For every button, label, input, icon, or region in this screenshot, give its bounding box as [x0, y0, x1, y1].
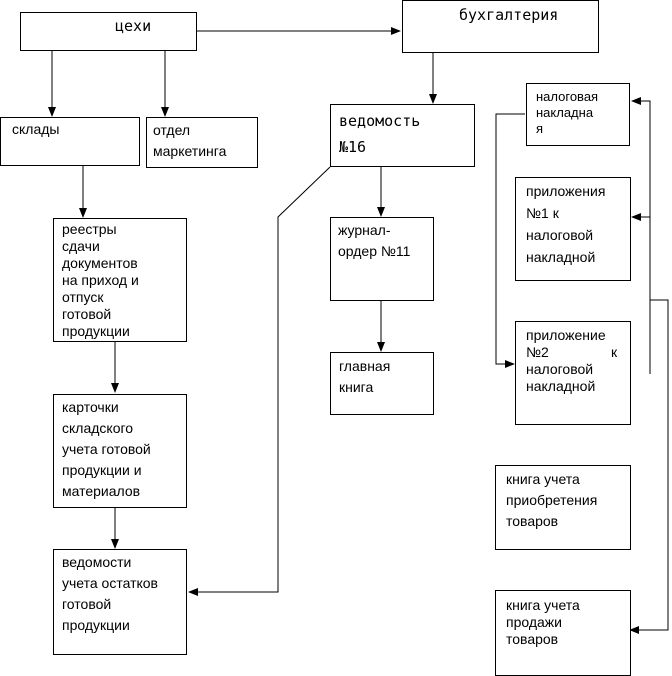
- node-cards: карточки складского учета готовой продук…: [53, 394, 187, 508]
- node-workshops: цехи: [20, 12, 197, 51]
- node-general-ledger-label: главная книга: [339, 358, 391, 395]
- arrow-statement16-balances: [188, 166, 331, 596]
- node-journal11: журнал- ордер №11: [330, 217, 434, 301]
- node-accounting-label: бухгалтерия: [459, 6, 559, 24]
- node-attachment2-label-b: налоговой накладной: [526, 361, 596, 394]
- node-balances-statement-label: ведомости учета остатков готовой продукц…: [62, 554, 158, 633]
- node-statement16: ведомость №16: [330, 104, 475, 167]
- node-balances-statement: ведомости учета остатков готовой продукц…: [53, 549, 187, 655]
- node-general-ledger: главная книга: [330, 352, 434, 415]
- node-invoice-label: налоговая накладна я: [536, 89, 599, 136]
- node-accounting: бухгалтерия: [402, 0, 599, 53]
- node-marketing: отдел маркетинга: [146, 117, 258, 168]
- node-attachment2: приложение №2 к налоговой накладной: [515, 321, 631, 425]
- arrow-right-spine-sales: [629, 299, 669, 634]
- node-marketing-label: отдел маркетинга: [153, 122, 227, 159]
- node-attachment1-label: приложения №1 к налоговой накладной: [526, 183, 606, 265]
- node-statement16-label: ведомость №16: [339, 112, 421, 156]
- node-attachment1: приложения №1 к налоговой накладной: [515, 177, 631, 281]
- node-purchases-book: книга учета приобретения товаров: [495, 465, 631, 550]
- node-warehouses-label: склады: [12, 121, 60, 137]
- node-registers: реестры сдачи документов на приход и отп…: [53, 218, 187, 342]
- node-sales-book-label: книга учета продажи товаров: [506, 597, 580, 647]
- node-warehouses: склады: [0, 117, 140, 166]
- node-attachment2-label-a: приложение №2: [526, 327, 606, 360]
- node-registers-label: реестры сдачи документов на приход и отп…: [62, 221, 139, 339]
- node-sales-book: книга учета продажи товаров: [495, 590, 631, 676]
- arrow-right-spine-invoice: [631, 97, 651, 374]
- node-workshops-label: цехи: [115, 17, 152, 35]
- node-journal11-label: журнал- ордер №11: [338, 222, 411, 259]
- node-invoice: налоговая накладна я: [526, 83, 630, 146]
- node-purchases-book-label: книга учета приобретения товаров: [506, 471, 598, 529]
- node-attachment2-label-k: к: [611, 344, 618, 360]
- arrow-invoice-attachment2: [495, 113, 525, 368]
- node-cards-label: карточки складского учета готовой продук…: [62, 399, 151, 499]
